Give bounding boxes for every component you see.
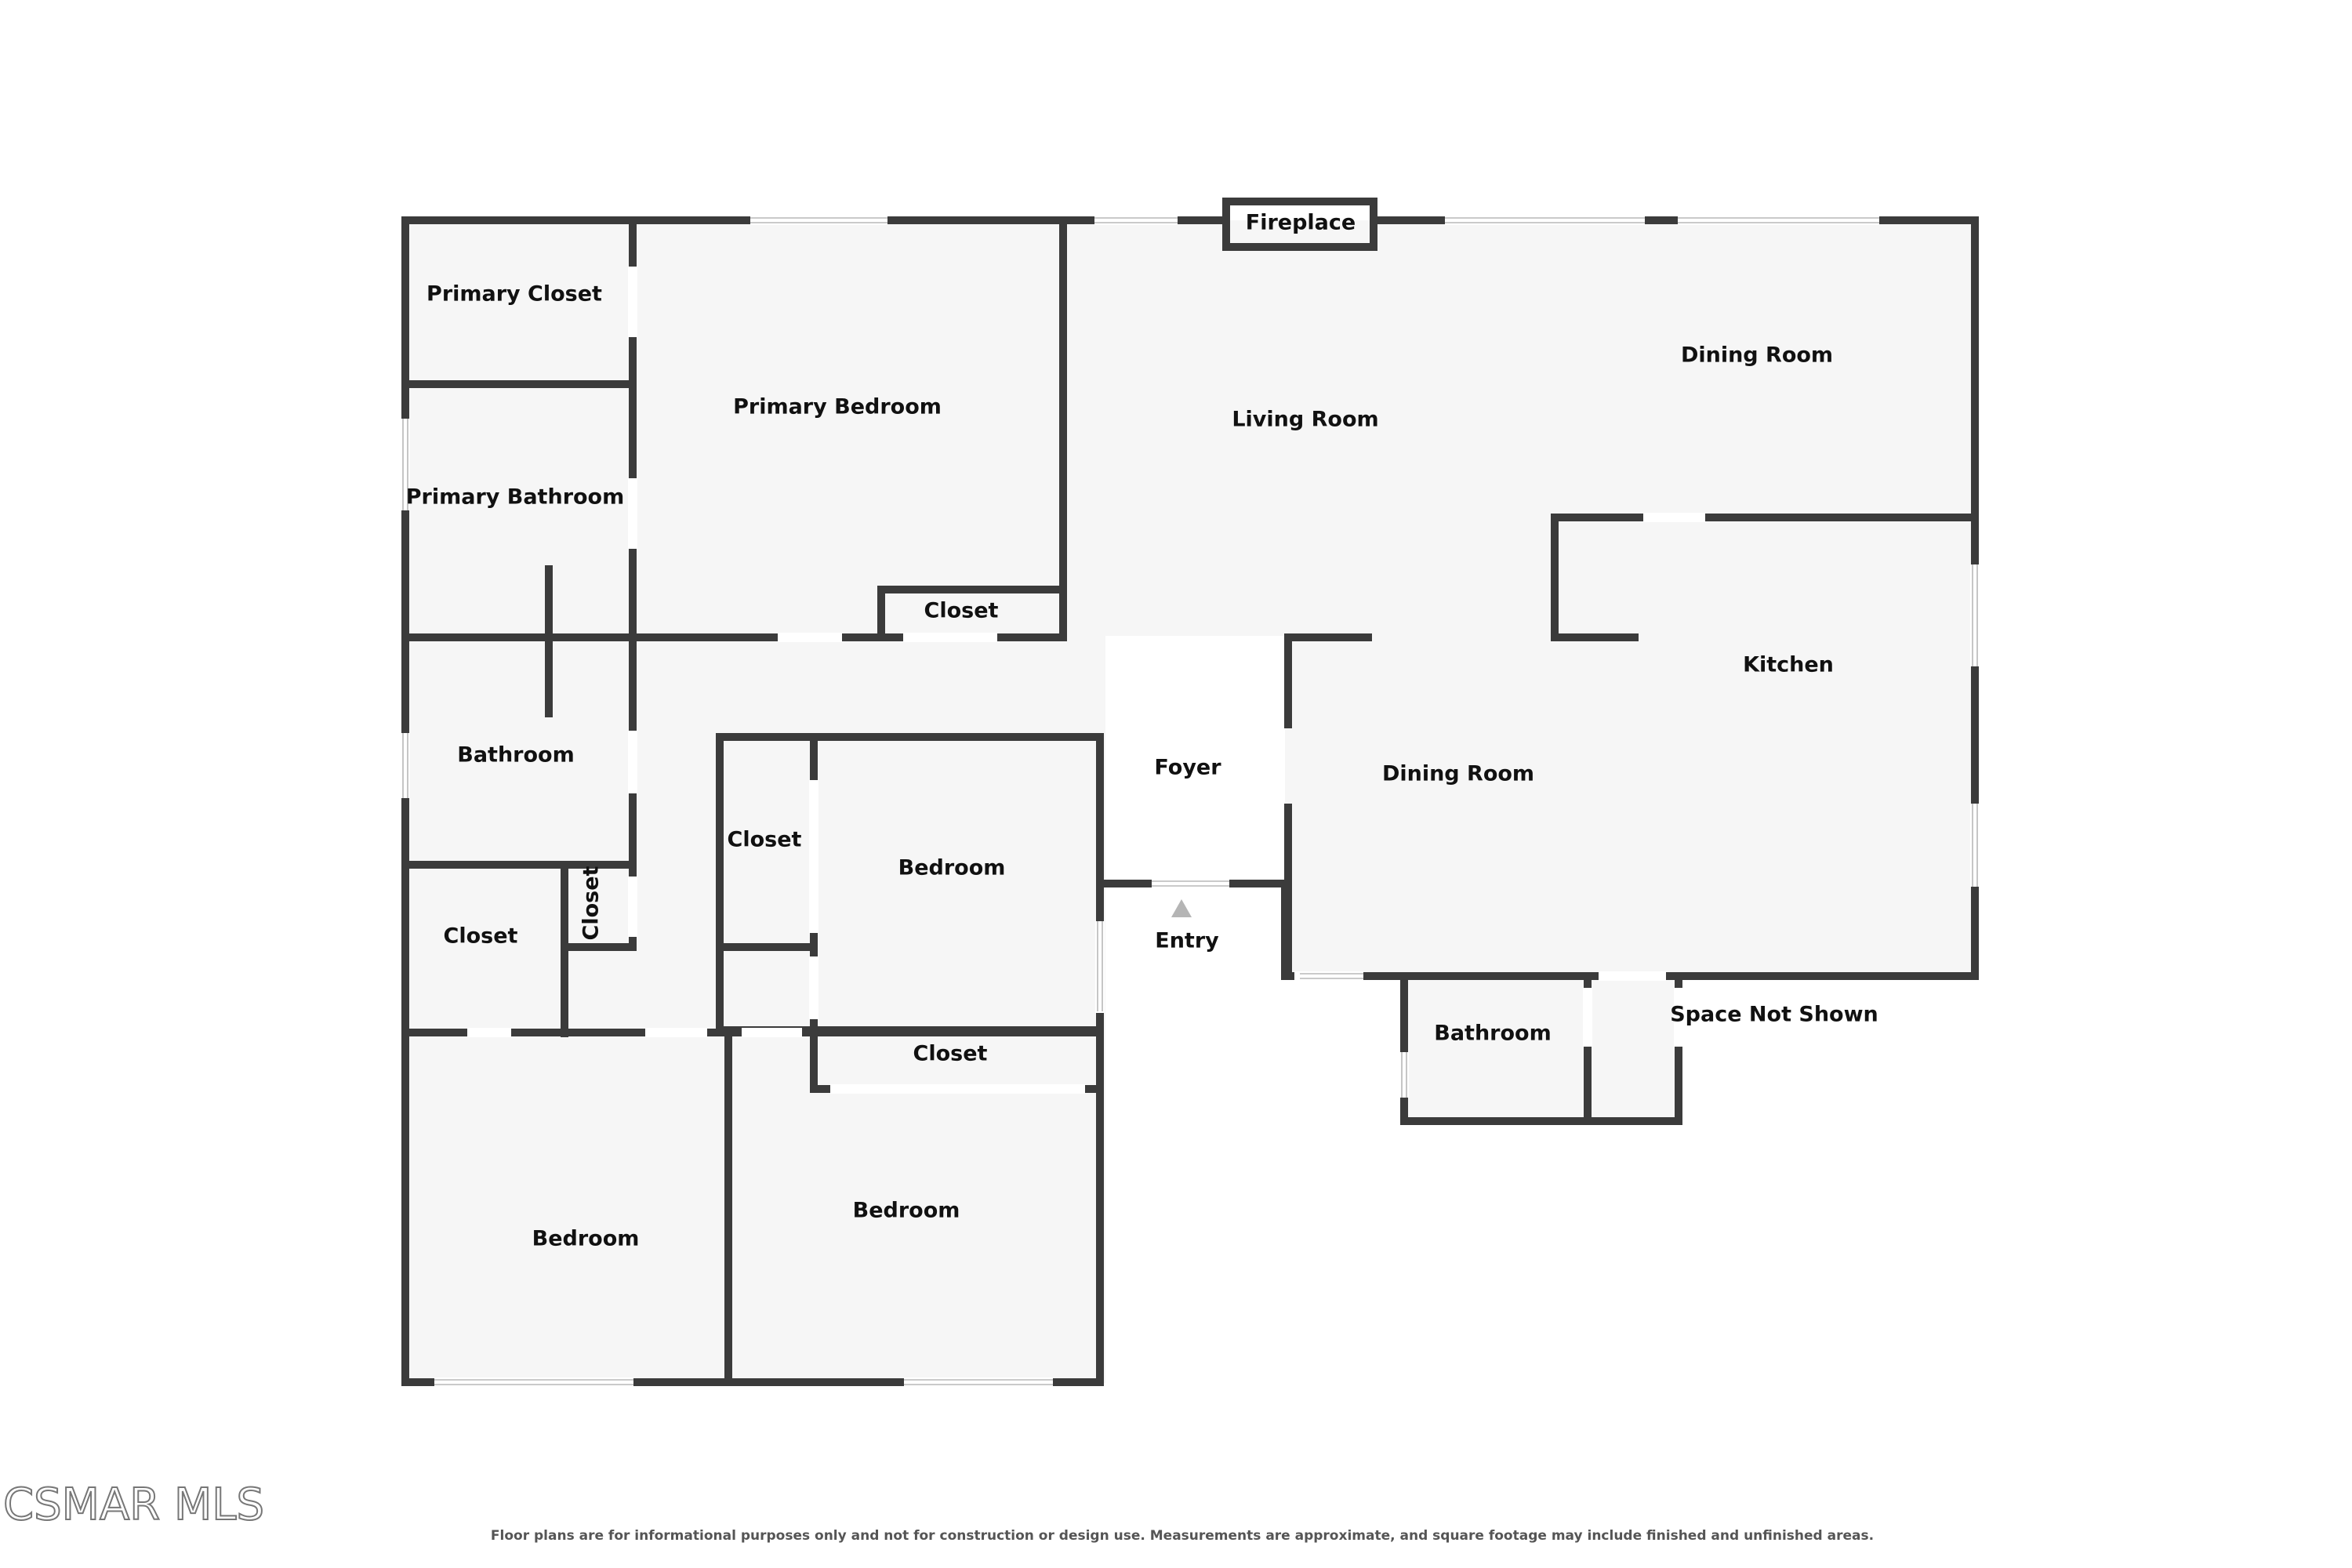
csmar-mls-logo: CSMAR MLS	[3, 1479, 264, 1530]
disclaimer-text: Floor plans are for informational purpos…	[491, 1528, 1874, 1544]
label-primary-bathroom: Primary Bathroom	[406, 485, 625, 510]
label-bathroom-hall: Bathroom	[457, 743, 574, 768]
windows	[401, 216, 1980, 1387]
floor-fill	[405, 220, 1979, 1383]
label-closet-bedroom-bottom: Closet	[913, 1042, 988, 1066]
label-bedroom-middle: Bedroom	[898, 856, 1006, 880]
label-entry: Entry	[1155, 929, 1219, 953]
label-primary-closet: Primary Closet	[426, 282, 602, 307]
label-fireplace: Fireplace	[1246, 211, 1356, 235]
label-dining-room-bottom: Dining Room	[1382, 762, 1534, 786]
fireplace-hearth	[1222, 198, 1377, 251]
label-bedroom-bottom-middle: Bedroom	[853, 1199, 960, 1223]
label-primary-bedroom: Primary Bedroom	[733, 395, 942, 419]
label-dining-room-top: Dining Room	[1681, 343, 1833, 368]
label-closet-bedroom-left: Closet	[728, 828, 802, 852]
entry-arrow-icon	[1171, 899, 1192, 917]
interior-walls	[401, 216, 1979, 1386]
label-space-not-shown: Space Not Shown	[1670, 1003, 1878, 1027]
label-foyer: Foyer	[1154, 756, 1221, 780]
label-closet-primary-bedroom: Closet	[924, 599, 999, 623]
label-bathroom-bottom: Bathroom	[1434, 1022, 1551, 1046]
label-bedroom-bottom-left: Bedroom	[532, 1227, 640, 1251]
label-kitchen: Kitchen	[1743, 653, 1834, 677]
label-closet-hall-left: Closet	[444, 924, 518, 949]
label-closet-small-vertical: Closet	[579, 866, 604, 940]
label-living-room: Living Room	[1232, 408, 1378, 432]
